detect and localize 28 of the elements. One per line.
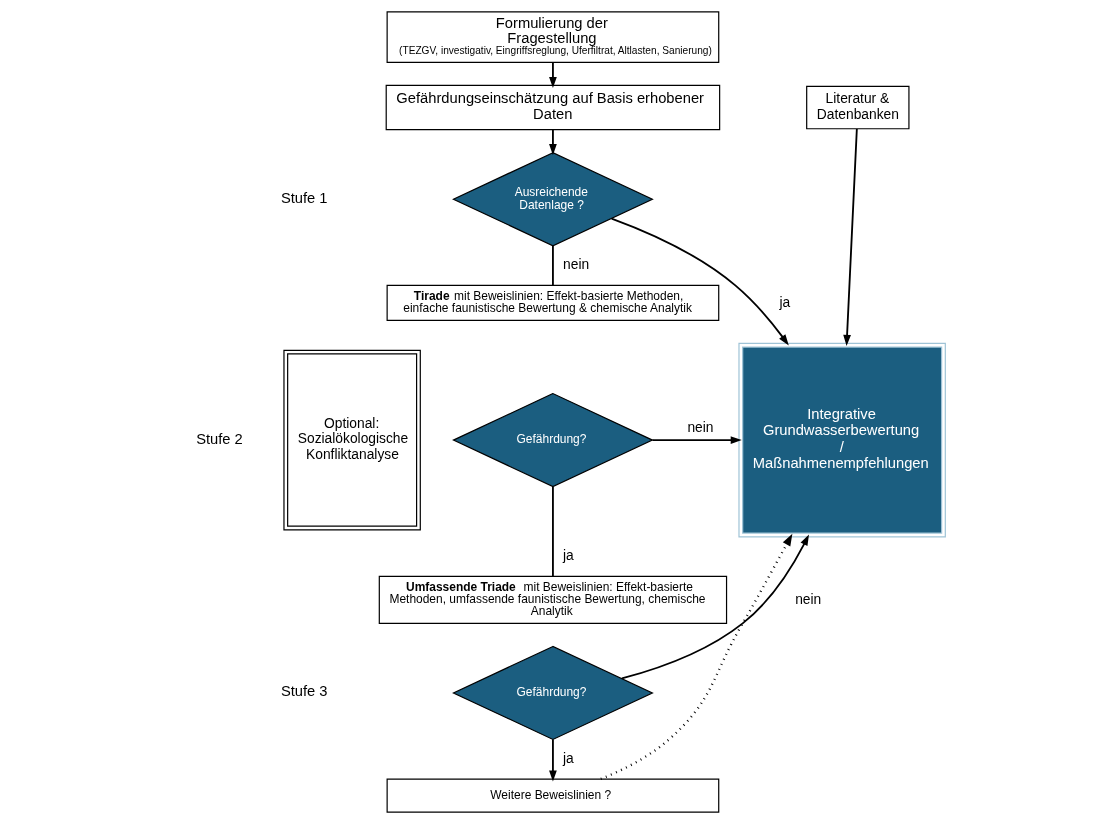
edge-label: nein: [563, 256, 590, 273]
connector: [552, 245, 554, 287]
arrow: [600, 533, 793, 781]
node-box: Formulierung der Fragestellung (TEZGV, investigativ, Eingriffsreglung, Uferfiltrat, Altlasten, Sanierung): [386, 11, 720, 64]
edge-label: ja: [563, 749, 574, 766]
node-box: Tirade mit Beweislinien: Effekt-basierte Methoden, einfache faunistische Bewertung & chemische Analytik: [386, 284, 720, 321]
label: Stufe 3: [280, 683, 328, 700]
edge-label: ja: [563, 547, 574, 564]
node-box: Weitere Beweislinien ?: [386, 778, 720, 813]
arrow: [843, 128, 858, 346]
connector: [552, 485, 554, 578]
node-diamond: Gefährdung?: [452, 392, 654, 488]
node-diamond: Ausreichende Datenlage ?: [452, 152, 654, 247]
edge-label: nein: [687, 419, 714, 436]
node-diamond: Gefährdung?: [452, 645, 654, 741]
node-box: Gefährdungseinschätzung auf Basis erhobener Daten: [385, 84, 721, 131]
label: Stufe 1: [280, 189, 328, 206]
label: Stufe 2: [196, 430, 243, 447]
edge-label: ja: [779, 293, 791, 310]
arrow: [549, 738, 557, 782]
node-box: Literatur & Datenbanken: [806, 85, 910, 130]
arrow: [549, 128, 557, 156]
arrow: [651, 436, 742, 444]
node-box: Umfassende Triade mit Beweislinien: Effekt-basierte Methoden, umfassende faunistische Bewertung, chemische Analytik: [378, 575, 728, 624]
arrow: [549, 61, 557, 89]
arrow: [610, 217, 789, 346]
edge-label: nein: [795, 590, 822, 607]
arrow: [621, 534, 809, 680]
